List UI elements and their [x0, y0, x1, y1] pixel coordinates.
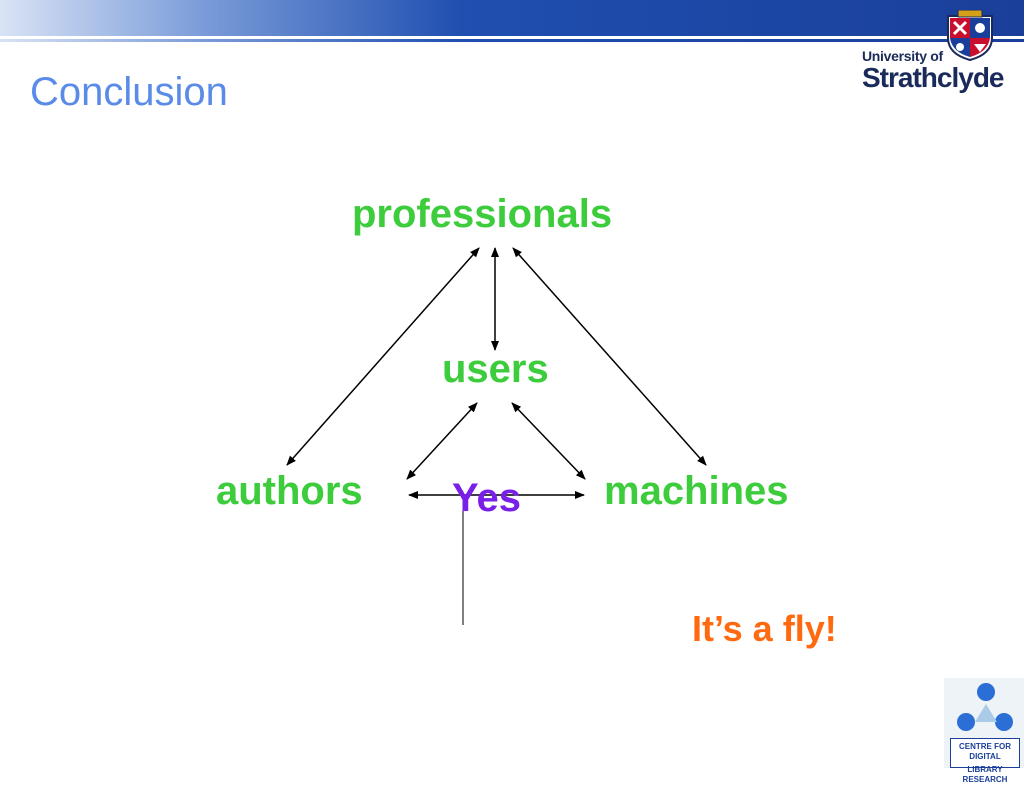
yes-label: Yes [452, 476, 521, 520]
university-logo-line2: Strathclyde [862, 62, 1004, 93]
header-bar-line [0, 36, 1024, 39]
arrow-users-machines [511, 402, 586, 480]
node-professionals: professionals [352, 192, 613, 236]
node-users: users [442, 347, 549, 391]
cdlr-logo: CENTRE FOR DIGITAL LIBRARY RESEARCH [944, 678, 1024, 784]
header-bar [0, 0, 1024, 42]
university-crest-icon [947, 10, 993, 62]
university-logo-line1: University of [862, 48, 943, 64]
node-machines: machines [604, 469, 789, 513]
arrow-professionals-machines [512, 247, 707, 466]
cdlr-line2: LIBRARY RESEARCH [962, 765, 1008, 784]
arrow-professionals-authors [286, 247, 480, 466]
slide-title: Conclusion [30, 70, 228, 114]
cdlr-dots-icon [957, 683, 1013, 731]
node-authors: authors [216, 469, 363, 513]
diagram-arrows [286, 247, 707, 625]
arrow-users-authors [406, 402, 478, 480]
cdlr-plate: CENTRE FOR DIGITAL LIBRARY RESEARCH [950, 738, 1020, 784]
university-logo: University of Strathclyde [862, 10, 1004, 98]
cdlr-line1: CENTRE FOR DIGITAL [959, 742, 1011, 761]
fly-note: It’s a fly! [692, 608, 837, 649]
